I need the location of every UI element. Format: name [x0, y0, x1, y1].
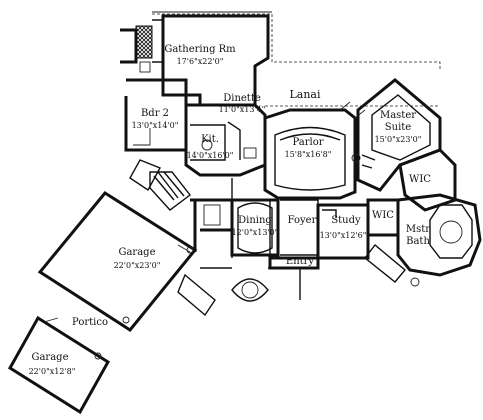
- hall-walls: [190, 198, 232, 252]
- bdr2-label: Bdr 2: [141, 108, 169, 119]
- closet-fixture: [139, 61, 151, 73]
- garage-outlet: [122, 316, 130, 324]
- master-label: Master: [380, 110, 416, 121]
- dining-walls: [230, 198, 280, 257]
- study-label: Study: [331, 215, 361, 226]
- parlor-label: Parlor: [292, 137, 323, 148]
- mstr-bath-walls: [396, 193, 482, 277]
- stairs: [149, 171, 191, 211]
- stair-landing: [129, 159, 161, 192]
- garage2-label: Garage: [31, 352, 68, 363]
- kit-dim: 14'0"x16'0": [187, 151, 234, 160]
- dinette-walls: [184, 103, 267, 177]
- gathering-room-dim: 17'6"x22'0": [177, 57, 224, 66]
- bdr2-dim: 13'0"x14'0": [132, 121, 179, 130]
- entry-fountain: [241, 281, 259, 299]
- garage2-outlet: [94, 352, 102, 360]
- bath-tub: [429, 204, 473, 259]
- kit-label: Kit.: [201, 134, 219, 145]
- entry-label: Entry: [286, 256, 315, 267]
- master-door: [361, 154, 376, 169]
- garage-dim: 22'0"x23'0": [114, 261, 161, 270]
- garage-water-heater: [186, 246, 194, 254]
- parlor-dim: 15'8"x16'8": [285, 150, 332, 159]
- fireplace: [135, 25, 153, 59]
- master-tray-ceiling: [371, 94, 431, 161]
- toilet: [410, 277, 420, 287]
- garage-side-steps: [177, 273, 216, 317]
- entry-stoop: [231, 278, 269, 302]
- garage-label: Garage: [118, 247, 155, 258]
- parlor-recess: [274, 126, 346, 191]
- bdr2-door: [133, 128, 151, 146]
- dining-dim: 12'0"x13'0": [232, 228, 279, 237]
- wic-lower-label: WIC: [372, 210, 394, 221]
- parlor-arc: [279, 133, 341, 141]
- kitchen-counter: [190, 124, 226, 161]
- gathering-room-label: Gathering Rm: [164, 44, 236, 55]
- bath-tub-basin: [439, 220, 463, 244]
- study-dim: 13'0"x12'6": [320, 231, 367, 240]
- lanai-outline: [152, 13, 441, 70]
- study-door: [322, 209, 337, 218]
- foyer-walls: [280, 199, 319, 256]
- kitchen-sink: [243, 147, 257, 159]
- garage2-dim: 22'0"x12'8": [29, 367, 76, 376]
- garage2-walls: [7, 315, 111, 415]
- garage-door-swing: [177, 244, 191, 253]
- master-dim: 15'0"x23'0": [375, 135, 422, 144]
- parlor-fixture: [351, 153, 361, 163]
- parlor-walls: [263, 108, 357, 200]
- study-walls: [316, 203, 370, 260]
- closet-walls: [120, 28, 138, 64]
- fireplace-surround: [152, 19, 163, 63]
- dining-label: Dining: [238, 215, 272, 226]
- garage-walls: [37, 191, 198, 332]
- portico-label: Portico: [72, 317, 108, 328]
- garage2-door: [43, 317, 59, 323]
- wic-upper-label: WIC: [409, 174, 431, 185]
- mstr-bath-label-2: Bath: [406, 236, 430, 247]
- dinette-dim: 11'0"x13'4": [219, 105, 266, 114]
- kitchen-island: [201, 139, 213, 151]
- entry-steps: [200, 267, 301, 300]
- kitchen-counter-right: [227, 121, 241, 160]
- laundry: [203, 204, 221, 226]
- entry-walls: [268, 256, 320, 270]
- foyer-label: Foyer: [288, 215, 317, 226]
- mstr-bath-label: Mstr: [406, 224, 430, 235]
- master-label-2: Suite: [385, 122, 412, 133]
- dining-recess: [237, 202, 273, 254]
- lanai-label: Lanai: [289, 88, 321, 101]
- dinette-label: Dinette: [223, 93, 261, 104]
